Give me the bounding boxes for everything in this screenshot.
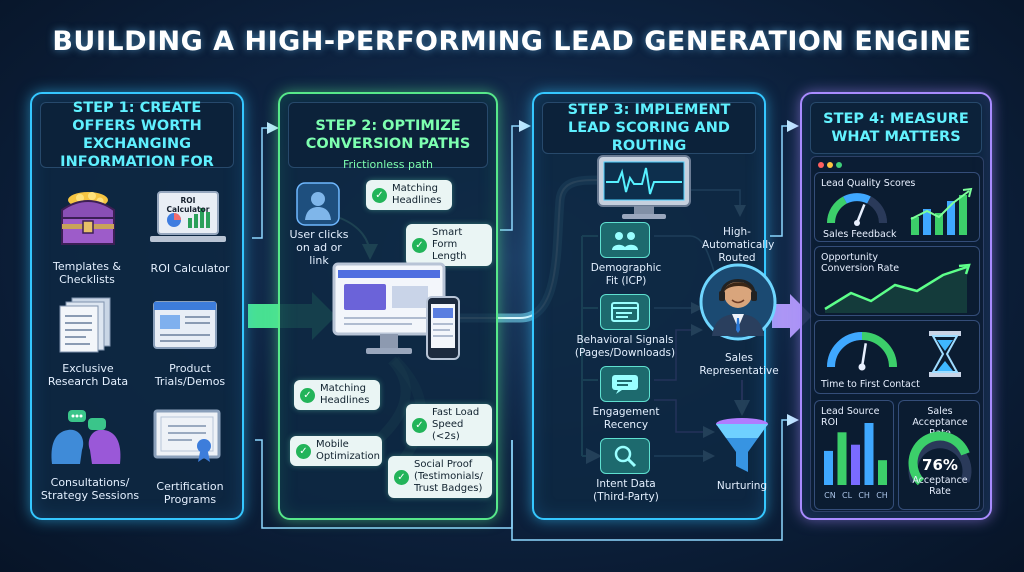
browser-pages-icon bbox=[611, 302, 639, 322]
offer-label: Exclusive Research Data bbox=[47, 362, 129, 388]
signal-label: Intent Data (Third-Party) bbox=[593, 478, 659, 503]
step2-panel: STEP 2: OPTIMIZE CONVERSION PATHS Fricti… bbox=[278, 92, 498, 520]
window-controls-icon bbox=[818, 162, 842, 168]
bubble-matching-headlines-bottom: ✓Matching Headlines bbox=[294, 380, 380, 410]
check-icon: ✓ bbox=[296, 443, 311, 459]
check-icon: ✓ bbox=[394, 469, 409, 485]
bubble-matching-headlines: ✓Matching Headlines bbox=[366, 180, 452, 210]
document-stack-icon bbox=[59, 297, 111, 353]
signal-box-behavioral bbox=[600, 294, 650, 330]
user-avatar-icon bbox=[296, 182, 340, 226]
user-clicks-label: User clicks on ad or link bbox=[289, 228, 349, 267]
step1-title: STEP 1: CREATE OFFERS WORTH EXCHANGING I… bbox=[40, 100, 234, 170]
lead-quality-card: Lead Quality Scores Sales Feedback bbox=[814, 172, 980, 242]
acceptance-value: 76% bbox=[922, 456, 958, 474]
offer-label: Product Trials/Demos bbox=[154, 362, 226, 388]
sales-feedback-label: Sales Feedback bbox=[823, 229, 897, 240]
opportunity-title: Opportunity Conversion Rate bbox=[821, 252, 900, 274]
consultation-heads-icon bbox=[51, 410, 121, 464]
routed-label: High- Automatically Routed bbox=[702, 226, 775, 264]
step3-title: STEP 3: IMPLEMENT LEAD SCORING AND ROUTI… bbox=[542, 102, 756, 154]
lead-source-title: Lead Source ROI bbox=[821, 406, 880, 428]
mobile-phone-icon bbox=[426, 296, 460, 360]
chat-icon bbox=[612, 375, 638, 394]
sales-acceptance-card: Sales Acceptance Rate 76% Acceptance Rat… bbox=[898, 400, 980, 510]
bubble-mobile-optimization: ✓Mobile Optimization bbox=[290, 436, 382, 466]
treasure-chest-icon bbox=[61, 192, 115, 245]
roi-bar bbox=[837, 432, 847, 485]
bubble-fast-load-speed: ✓Fast Load Speed (<2s) bbox=[406, 404, 492, 446]
magnifier-icon bbox=[614, 445, 637, 468]
bar-label: CN bbox=[824, 491, 836, 500]
lead-source-bar-labels: CN CL CH CH bbox=[821, 491, 891, 500]
roi-bar bbox=[824, 450, 833, 485]
bubble-social-proof: ✓Social Proof (Testimonials/ Trust Badge… bbox=[388, 456, 492, 498]
people-icon bbox=[612, 232, 638, 250]
sales-feedback-gauge bbox=[827, 193, 887, 226]
step4-title: STEP 4: MEASURE WHAT MATTERS bbox=[810, 102, 982, 154]
bar-label: CH bbox=[876, 491, 888, 500]
offer-label: Consultations/ Strategy Sessions bbox=[40, 476, 140, 502]
time-contact-label: Time to First Contact bbox=[821, 379, 920, 390]
lead-source-bar-chart bbox=[824, 423, 887, 485]
step1-panel: STEP 1: CREATE OFFERS WORTH EXCHANGING I… bbox=[30, 92, 244, 520]
time-contact-card: Time to First Contact bbox=[814, 320, 980, 394]
signal-box-intent bbox=[600, 438, 650, 474]
laptop-screen-title: ROI Calculator bbox=[166, 196, 210, 214]
sales-rep-label: Sales Representative bbox=[699, 352, 779, 377]
page-title: BUILDING A HIGH-PERFORMING LEAD GENERATI… bbox=[52, 26, 972, 57]
funnel-icon bbox=[716, 418, 768, 472]
roi-bar bbox=[878, 460, 887, 485]
roi-bar bbox=[864, 423, 874, 485]
check-icon: ✓ bbox=[372, 187, 387, 203]
signal-label: Behavioral Signals (Pages/Downloads) bbox=[574, 334, 676, 359]
lead-quality-title: Lead Quality Scores bbox=[821, 178, 916, 189]
nurturing-label: Nurturing bbox=[716, 480, 768, 492]
acceptance-label: Acceptance Rate bbox=[912, 475, 968, 497]
hourglass-icon bbox=[929, 331, 961, 377]
step2-title: STEP 2: OPTIMIZE CONVERSION PATHS bbox=[288, 102, 488, 168]
check-icon: ✓ bbox=[300, 387, 315, 403]
check-icon: ✓ bbox=[412, 417, 427, 433]
bar-label: CL bbox=[842, 491, 853, 500]
opportunity-card: Opportunity Conversion Rate bbox=[814, 246, 980, 316]
step2-subtitle: Frictionless path bbox=[342, 158, 433, 171]
signal-box-engagement bbox=[600, 366, 650, 402]
lead-quality-bar-chart bbox=[910, 187, 973, 235]
bubble-smart-form-length: ✓Smart Form Length bbox=[406, 224, 492, 266]
scoring-monitor-icon bbox=[597, 155, 691, 219]
bar-label: CH bbox=[858, 491, 870, 500]
signal-label: Engagement Recency bbox=[592, 406, 660, 431]
time-contact-gauge bbox=[827, 332, 897, 371]
check-icon: ✓ bbox=[412, 237, 427, 253]
laptop-calculator-icon: ROI Calculator bbox=[148, 190, 228, 250]
offer-label: Templates & Checklists bbox=[53, 260, 121, 286]
roi-bar bbox=[851, 444, 860, 485]
product-window-icon bbox=[153, 301, 217, 349]
certificate-icon bbox=[153, 409, 221, 462]
landing-page-monitor-icon bbox=[332, 262, 446, 354]
offer-label: Certification Programs bbox=[156, 480, 224, 506]
acceptance-donut bbox=[908, 431, 972, 486]
offer-label: ROI Calculator bbox=[150, 262, 230, 275]
signal-box-demographic bbox=[600, 222, 650, 258]
opportunity-line-chart bbox=[824, 263, 971, 313]
signal-label: Demographic Fit (ICP) bbox=[590, 262, 662, 287]
sales-rep-avatar-icon bbox=[699, 263, 777, 341]
lead-source-card: Lead Source ROI CN CL CH CH bbox=[814, 400, 894, 510]
